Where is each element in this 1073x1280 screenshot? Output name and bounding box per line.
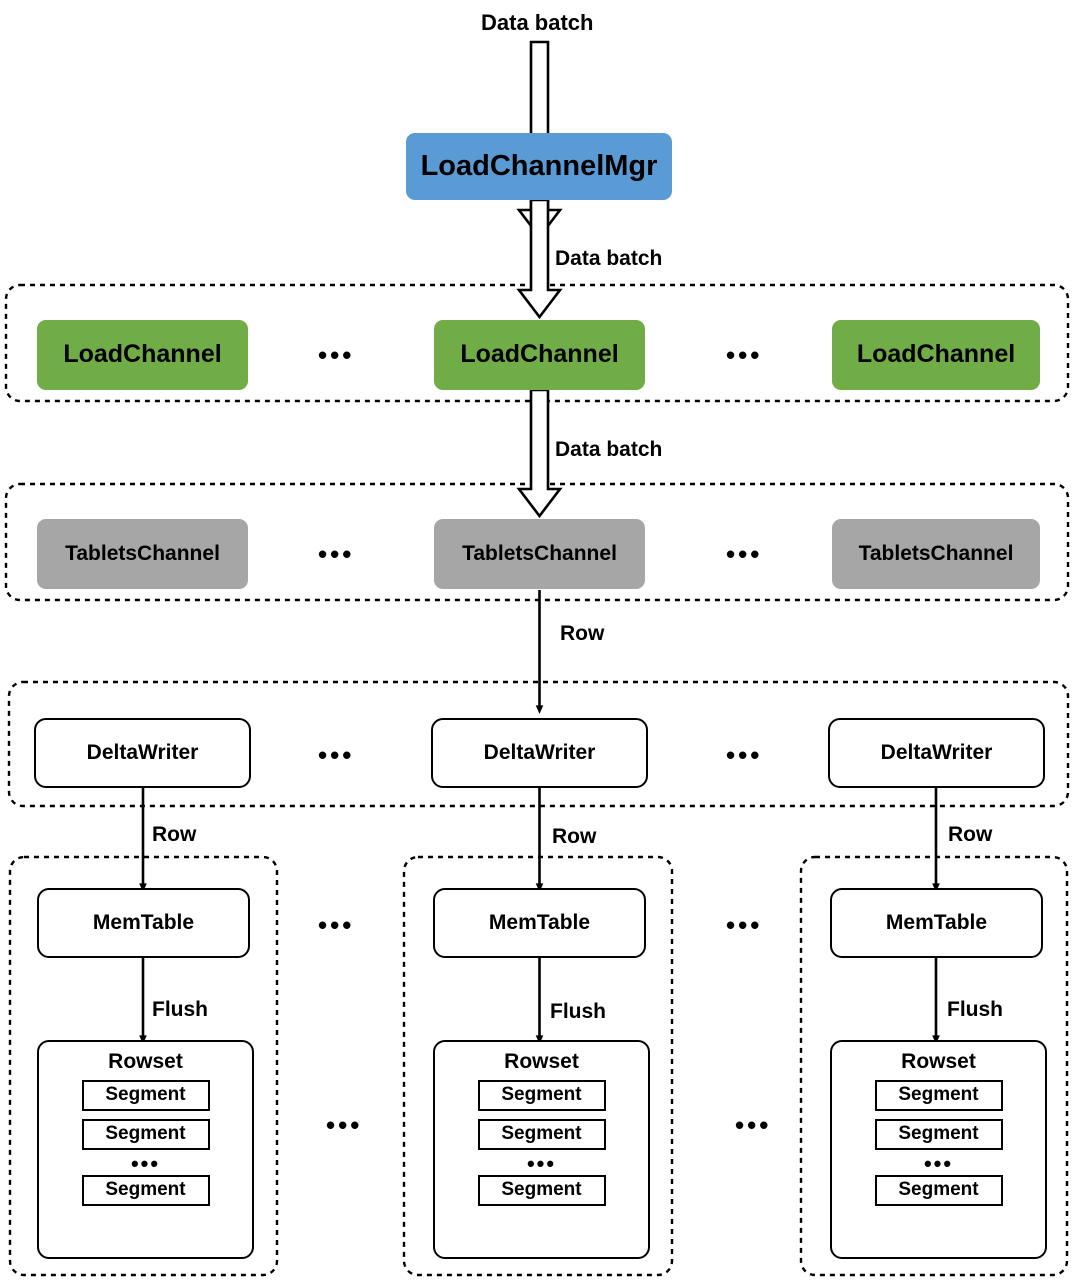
label-data-batch-1: Data batch	[555, 247, 663, 270]
rowset-title-left: Rowset	[108, 1050, 183, 1073]
segment-box[interactable]: Segment	[81, 1175, 210, 1207]
label-row-mid: Row	[552, 825, 597, 848]
ellipsis-load-channel-2: •••	[726, 340, 763, 370]
node-delta-writer-left[interactable]: DeltaWriter	[34, 718, 251, 788]
ellipsis-tablets-channel-1: •••	[318, 539, 355, 569]
node-load-channel-mgr[interactable]: LoadChannelMgr	[406, 133, 672, 200]
node-rowset-mid[interactable]: Rowset Segment Segment ••• Segment	[433, 1040, 650, 1259]
ellipsis-tablets-channel-2: •••	[726, 539, 763, 569]
arrow-loadchannelmgr-to-loadchannel	[516, 198, 563, 320]
ellipsis-segments-mid: •••	[526, 1150, 557, 1176]
ellipsis-delta-writer-2: •••	[726, 740, 763, 770]
ellipsis-rowset-2: •••	[735, 1110, 772, 1140]
label-flush-mid: Flush	[550, 1000, 606, 1023]
ellipsis-mem-table-1: •••	[318, 910, 355, 940]
rowset-title-mid: Rowset	[504, 1050, 579, 1073]
segment-box[interactable]: Segment	[874, 1080, 1003, 1111]
ellipsis-delta-writer-1: •••	[318, 740, 355, 770]
label-row-main: Row	[560, 622, 605, 645]
label-flush-left: Flush	[152, 998, 208, 1021]
node-load-channel-mid[interactable]: LoadChannel	[434, 320, 645, 390]
node-mem-table-right[interactable]: MemTable	[830, 888, 1043, 958]
label-flush-right: Flush	[947, 998, 1003, 1021]
segment-box[interactable]: Segment	[477, 1080, 606, 1111]
node-mem-table-mid[interactable]: MemTable	[433, 888, 646, 958]
label-row-right: Row	[948, 823, 993, 846]
ellipsis-rowset-1: •••	[326, 1110, 363, 1140]
segment-box[interactable]: Segment	[874, 1175, 1003, 1207]
node-tablets-channel-mid[interactable]: TabletsChannel	[434, 519, 645, 589]
node-delta-writer-right[interactable]: DeltaWriter	[828, 718, 1045, 788]
node-rowset-left[interactable]: Rowset Segment Segment ••• Segment	[37, 1040, 254, 1259]
node-load-channel-right[interactable]: LoadChannel	[832, 320, 1040, 390]
segment-box[interactable]: Segment	[81, 1080, 210, 1111]
node-tablets-channel-right[interactable]: TabletsChannel	[832, 519, 1040, 589]
arrow-loadchannel-to-tabletschannel	[516, 388, 563, 519]
rowset-title-right: Rowset	[901, 1050, 976, 1073]
node-rowset-right[interactable]: Rowset Segment Segment ••• Segment	[830, 1040, 1047, 1259]
node-delta-writer-mid[interactable]: DeltaWriter	[431, 718, 648, 788]
node-load-channel-left[interactable]: LoadChannel	[37, 320, 248, 390]
ellipsis-load-channel-1: •••	[318, 340, 355, 370]
ellipsis-mem-table-2: •••	[726, 910, 763, 940]
segment-box[interactable]: Segment	[874, 1118, 1003, 1150]
segment-box[interactable]: Segment	[477, 1175, 606, 1207]
segment-box[interactable]: Segment	[81, 1118, 210, 1150]
ellipsis-segments-right: •••	[923, 1150, 954, 1176]
node-mem-table-left[interactable]: MemTable	[37, 888, 250, 958]
segment-box[interactable]: Segment	[477, 1118, 606, 1150]
node-tablets-channel-left[interactable]: TabletsChannel	[37, 519, 248, 589]
label-data-batch-2: Data batch	[555, 438, 663, 461]
ellipsis-segments-left: •••	[130, 1150, 161, 1176]
label-row-left: Row	[152, 823, 197, 846]
label-top-data-batch: Data batch	[481, 10, 594, 35]
